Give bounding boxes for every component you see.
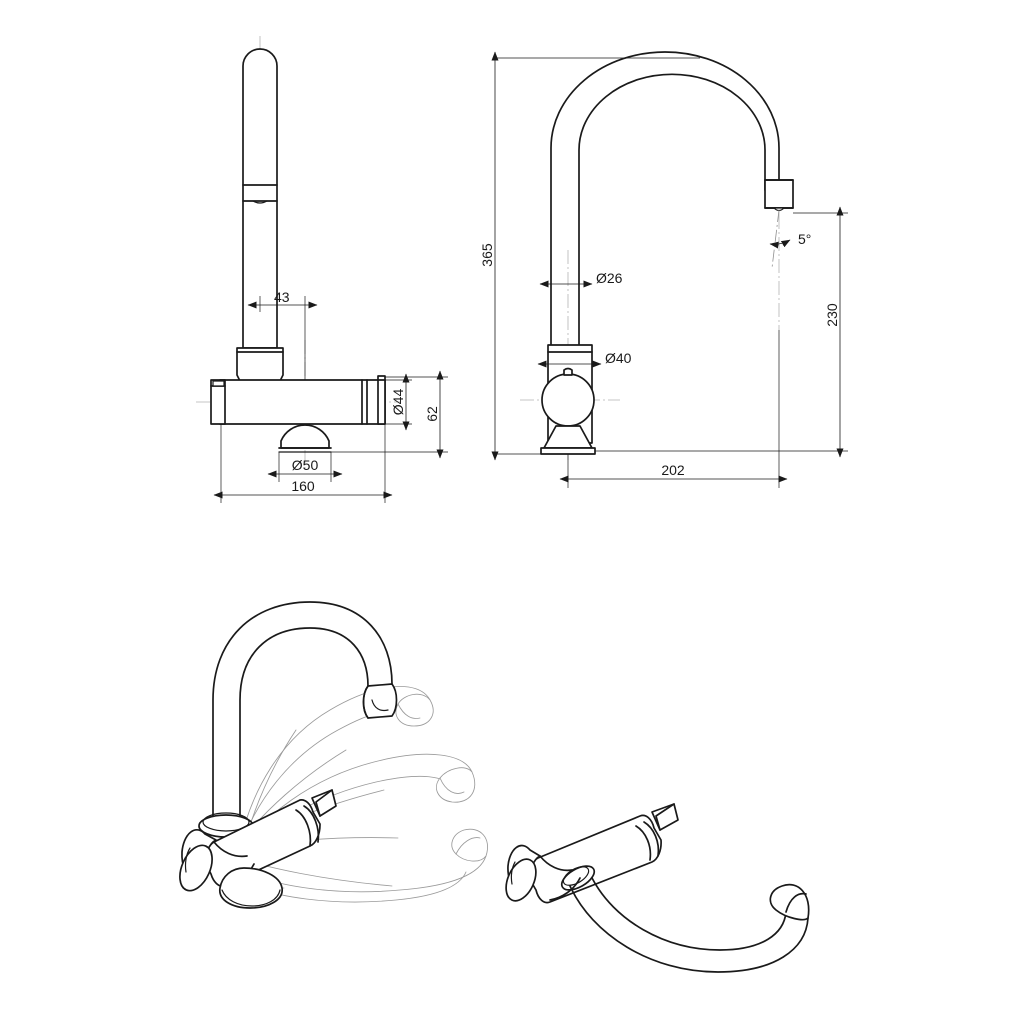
side-dim-5deg: 5° bbox=[769, 209, 811, 269]
side-spout-outlet bbox=[764, 179, 794, 212]
iso-faucet-solid bbox=[179, 601, 398, 909]
side-dim-202: 202 bbox=[559, 330, 788, 488]
iso-body-cylinder bbox=[204, 789, 337, 887]
dim-label-d40: Ø40 bbox=[605, 350, 632, 366]
dim-label-160: 160 bbox=[291, 478, 315, 494]
side-dim-d26: Ø26 bbox=[539, 270, 623, 288]
front-base-dome bbox=[278, 424, 332, 453]
dim-label-43: 43 bbox=[274, 289, 290, 305]
iso-spout-outlet bbox=[362, 683, 398, 719]
front-spout-tube bbox=[242, 48, 278, 349]
front-dim-d44: Ø44 bbox=[385, 373, 412, 431]
dim-label-d50: Ø50 bbox=[292, 457, 319, 473]
side-dim-d40: Ø40 bbox=[537, 350, 632, 368]
iso2-body-cylinder bbox=[528, 803, 679, 904]
iso-body-endcap bbox=[179, 828, 217, 892]
front-dim-160: 160 bbox=[213, 424, 393, 503]
iso2-tee-junction bbox=[539, 855, 596, 901]
iso-ghost-position-1 bbox=[237, 686, 434, 853]
iso2-body-endcap bbox=[505, 844, 541, 902]
dim-label-d26: Ø26 bbox=[596, 270, 623, 286]
side-gooseneck-spout bbox=[550, 51, 780, 366]
dim-label-202: 202 bbox=[661, 462, 685, 478]
view-front-elevation: 43 Ø44 62 Ø50 bbox=[196, 36, 448, 503]
iso-base-flange bbox=[219, 867, 283, 909]
dim-label-230: 230 bbox=[824, 303, 840, 327]
front-body-cylinder bbox=[210, 375, 386, 425]
view-side-elevation: 365 Ø26 Ø40 5° 23 bbox=[479, 51, 848, 488]
front-dim-d50: Ø50 bbox=[267, 452, 343, 482]
view-isometric-secondary bbox=[505, 803, 810, 973]
dim-label-5deg: 5° bbox=[798, 231, 811, 247]
side-dim-365: 365 bbox=[479, 51, 700, 461]
dim-label-365: 365 bbox=[479, 243, 495, 267]
view-isometric-main bbox=[179, 601, 488, 909]
dim-label-62: 62 bbox=[424, 406, 440, 422]
front-dim-43: 43 bbox=[247, 289, 318, 380]
front-dim-62: 62 bbox=[331, 370, 448, 459]
dim-label-d44: Ø44 bbox=[390, 389, 406, 416]
iso2-lowered-spout bbox=[569, 877, 810, 973]
side-dim-230: 230 bbox=[595, 206, 848, 458]
